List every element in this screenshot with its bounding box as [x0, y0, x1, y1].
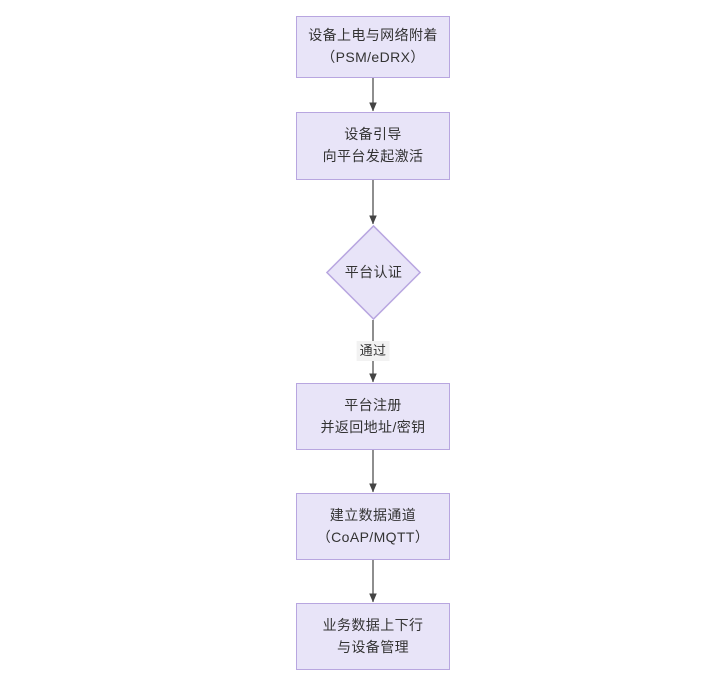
node-label-line: 并返回地址/密钥 — [320, 418, 426, 435]
node-platform-registration[interactable]: 平台注册 并返回地址/密钥 — [296, 383, 450, 450]
node-label-line: 建立数据通道 — [329, 506, 417, 523]
node-label-line: 平台注册 — [344, 396, 402, 413]
diamond-shape — [326, 225, 421, 320]
node-label-line: 业务数据上下行 — [322, 616, 424, 633]
node-label-line: （PSM/eDRX） — [321, 49, 425, 65]
node-label-line: （CoAP/MQTT） — [316, 528, 430, 545]
node-label-line: 设备引导 — [344, 126, 402, 143]
edge-label-pass: 通过 — [356, 341, 390, 362]
node-platform-authentication[interactable]: 平台认证 — [326, 225, 421, 320]
node-label-line: 设备上电与网络附着 — [308, 27, 438, 44]
node-device-bootstrap[interactable]: 设备引导 向平台发起激活 — [296, 112, 450, 180]
node-label-line: 平台认证 — [344, 263, 403, 280]
node-label-line: 向平台发起激活 — [322, 148, 424, 164]
node-label-line: 与设备管理 — [337, 638, 409, 655]
node-device-power-on[interactable]: 设备上电与网络附着 （PSM/eDRX） — [296, 16, 450, 78]
node-business-data-and-device-management[interactable]: 业务数据上下行 与设备管理 — [296, 603, 450, 670]
node-data-channel-setup[interactable]: 建立数据通道 （CoAP/MQTT） — [296, 493, 450, 560]
